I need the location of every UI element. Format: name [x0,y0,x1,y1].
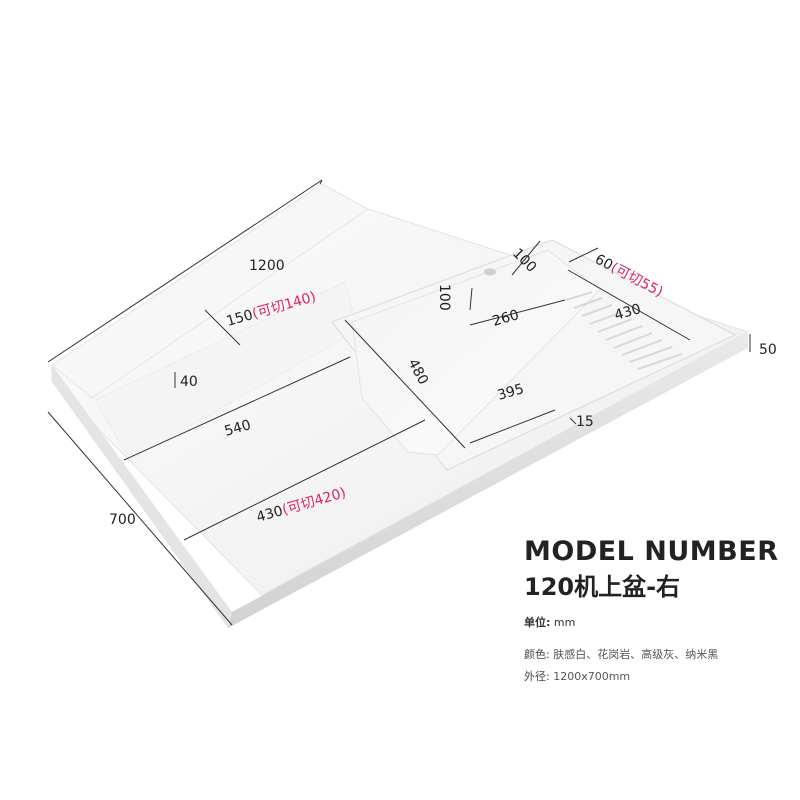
dimension-lines [47,179,751,626]
dim-washboard-length: 430 [613,301,643,324]
unit-value: mm [553,616,576,629]
basin-bowl [351,249,601,456]
size-row: 外径: 1200x700mm [524,666,794,688]
dim-thickness: 50 [759,342,777,358]
unit-row: 单位: mm [524,614,794,630]
color-label: 颜色: [524,648,550,661]
color-row: 颜色: 肤感白、花岗岩、高级灰、纳米黑 [524,644,794,666]
left-edge-face [52,365,232,628]
basin [331,239,737,471]
size-label: 外径: [524,670,550,683]
spec-list: 颜色: 肤感白、花岗岩、高级灰、纳米黑 外径: 1200x700mm [524,644,794,688]
size-value: 1200x700mm [553,670,631,683]
unit-label: 单位: [524,616,551,629]
tap-hole [484,268,496,276]
dim-basin-depth: 395 [496,381,526,404]
front-edge-face [228,332,748,628]
washboard [565,291,683,370]
backsplash-ledge [51,183,369,399]
dim-left-deck-depth: 540 [223,417,253,440]
color-value: 肤感白、花岗岩、高级灰、纳米黑 [553,648,719,661]
model-number-label: MODEL NUMBER [524,536,779,567]
dim-splash-height: 40 [180,374,198,390]
dim-tap-offset-y: 100 [436,284,452,311]
dim-length: 1200 [249,258,285,274]
dim-depth: 700 [109,512,136,528]
model-number-value: 120机上盆-右 [524,573,681,601]
product-info-panel: MODEL NUMBER 120机上盆-右 单位: mm 颜色: 肤感白、花岗岩… [524,536,794,688]
dim-rim-lip: 15 [576,414,594,430]
dim-washboard-left: 260 [491,307,521,330]
